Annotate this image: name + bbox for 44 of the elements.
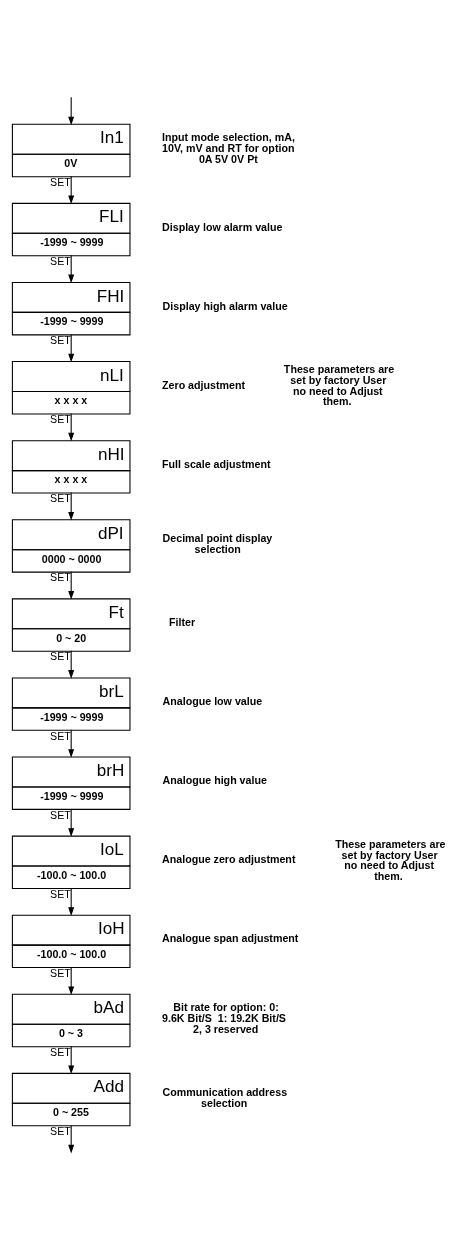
arrow (68, 175, 75, 204)
node-label: Analogue high value (162, 773, 267, 786)
node-label: Analogue span adjustment (162, 931, 299, 944)
edge-label: SET (50, 729, 71, 742)
edge-label: SET (50, 1124, 71, 1137)
arrow (68, 1124, 75, 1153)
arrow (68, 333, 75, 362)
edge-label: SET (50, 175, 71, 188)
node-label: Filter (168, 615, 196, 628)
node-label: Analogue low value (162, 694, 263, 707)
node-label: Decimal point display selection (162, 531, 273, 555)
edge-label: SET (50, 1045, 71, 1058)
arrow (68, 1045, 75, 1074)
edge-label: SET (50, 966, 71, 979)
edge-label: SET (50, 887, 71, 900)
arrow (68, 887, 75, 916)
edge-label: SET (50, 333, 71, 346)
edge-label: SET (50, 570, 71, 583)
node-label: 2, 3 reserved (193, 1022, 259, 1035)
arrow (68, 96, 75, 125)
edge-label: SET (50, 254, 71, 267)
edge-label: SET (50, 808, 71, 821)
node-label: Full scale adjustment (162, 457, 271, 470)
node-label: Bit rate for option: 0: 9.6K Bit/S 1: 19.2K Bit/S (162, 1000, 286, 1024)
edge-label: SET (50, 649, 71, 662)
arrow (68, 728, 75, 758)
node-label: 0A 5V 0V Pt (198, 152, 258, 165)
label: These parameters are set by factory User no need to Adjust them. (335, 837, 446, 882)
node-label: Display low alarm value (162, 220, 283, 233)
arrow (68, 649, 75, 679)
node-label: Input mode selection, mA, 10V, mV and RT for option (162, 130, 295, 154)
node-label: Display high alarm value (162, 299, 288, 312)
arrow (68, 807, 75, 837)
label: These parameters are set by factory User no need to Adjust them. (283, 362, 395, 407)
edge-label: SET (50, 412, 71, 425)
arrow (68, 491, 75, 520)
edge-label: SET (50, 491, 71, 504)
arrow (68, 966, 75, 995)
arrow (68, 254, 75, 283)
node-label: Zero adjustment (162, 378, 246, 391)
node-label: Communication address selection (162, 1085, 288, 1109)
node-label: Analogue zero adjustment (162, 852, 296, 865)
arrow (68, 412, 75, 441)
arrow (68, 570, 75, 600)
